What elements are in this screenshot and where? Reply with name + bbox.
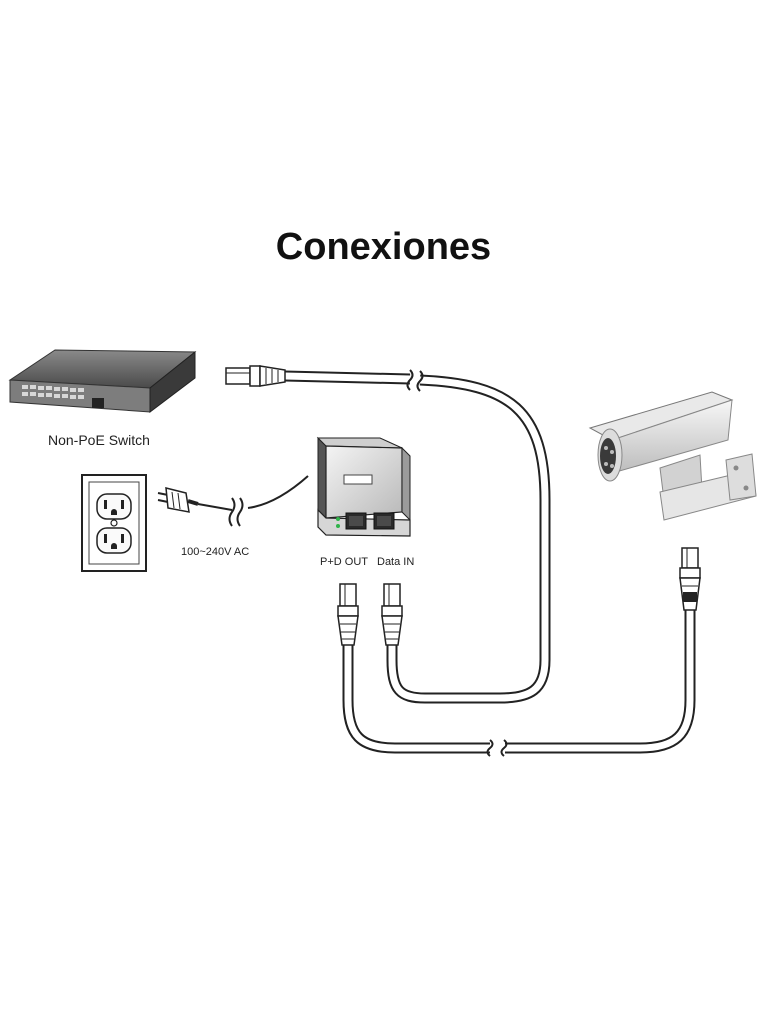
ac-power-plug-icon xyxy=(157,487,199,513)
power-outlet-icon xyxy=(81,474,147,572)
switch-label: Non-PoE Switch xyxy=(48,432,150,448)
network-switch-icon xyxy=(8,349,197,414)
rj45-connector-icon xyxy=(225,365,286,387)
rj45-connector-icon xyxy=(679,547,701,611)
rj45-connector-icon xyxy=(337,583,359,646)
ac-input-label: 100~240V AC xyxy=(181,546,250,558)
bullet-camera-icon xyxy=(588,391,757,521)
page-title: Conexiones xyxy=(275,226,492,268)
rj45-connector-icon xyxy=(381,583,403,646)
data-in-port-label: Data IN xyxy=(377,556,415,568)
ethernet-cable-pd-out-to-camera xyxy=(342,610,696,757)
ethernet-cable-switch-to-data-in xyxy=(284,369,551,704)
ac-power-cord xyxy=(197,475,309,527)
poe-injector-icon xyxy=(316,436,411,537)
pd-out-port-label: P+D OUT xyxy=(320,556,368,568)
